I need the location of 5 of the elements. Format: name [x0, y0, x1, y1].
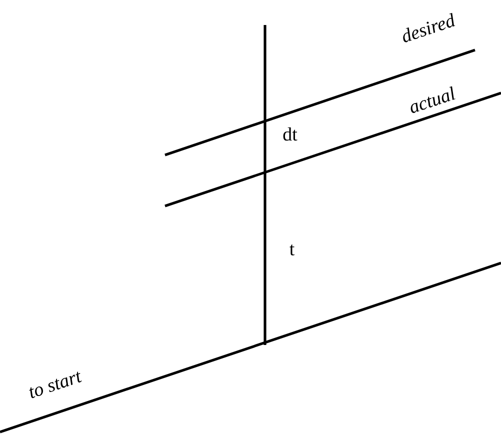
- line-label: to start: [29, 372, 82, 398]
- line-label: desired: [403, 12, 456, 42]
- line-label: dt: [283, 127, 298, 141]
- line-label: t: [290, 244, 295, 256]
- line-label: actual: [410, 86, 456, 114]
